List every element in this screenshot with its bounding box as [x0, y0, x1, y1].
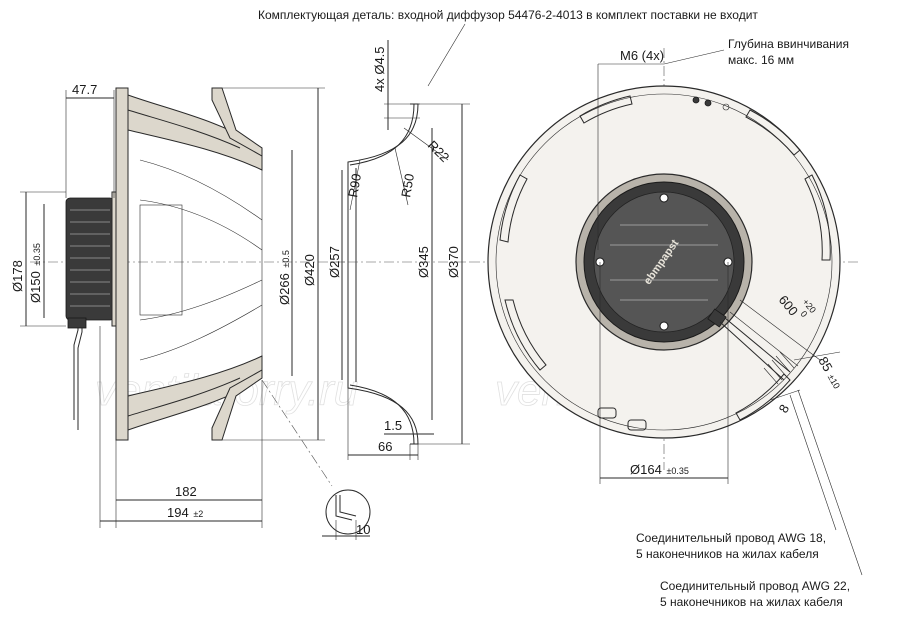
motor-cable: [73, 320, 79, 420]
inlet-diffuser-view: 4x Ø4.5 R22 R90 R50 Ø257 Ø345 Ø370 1.5 6…: [327, 40, 470, 460]
motor-body: [65, 197, 115, 321]
fan-front-view: ebmpapst M6 (4x) Глубина ввинчивания мак…: [470, 37, 863, 576]
radius-90: R90: [345, 172, 364, 198]
dim-600-tol-low: 0: [798, 309, 809, 319]
dim-370: Ø370: [446, 246, 461, 278]
cable-exit: [707, 308, 727, 328]
m6-hole-bottom: [659, 321, 669, 331]
svg-text:Ø266 ±0.5: Ø266 ±0.5: [277, 250, 292, 305]
screw-b: [704, 99, 712, 107]
dim-178: Ø178: [10, 260, 25, 292]
depth-note-1: Глубина ввинчивания: [728, 37, 849, 51]
dim-150-tol: ±0.35: [32, 243, 42, 265]
detail-view: 10: [261, 379, 371, 540]
dim-266-tol: ±0.5: [281, 250, 291, 267]
svg-text:Ø150 ±0.35: Ø150 ±0.35: [28, 243, 43, 303]
accessory-note: Комплектующая деталь: входной диффузор 5…: [258, 8, 758, 22]
svg-text:85 ±10: 85 ±10: [815, 354, 845, 391]
dim-150: Ø150: [28, 271, 43, 303]
motor-fins: [70, 209, 110, 307]
dim-345: Ø345: [416, 246, 431, 278]
dim-182: 182: [175, 484, 197, 499]
screw-a: [692, 96, 700, 104]
hub: [139, 204, 183, 316]
dim-194: 194: [167, 505, 189, 520]
dim-85-tol: ±10: [826, 373, 842, 391]
back-plate: [115, 87, 129, 441]
wire-ends: [763, 351, 795, 385]
diffuser-profile-top: [347, 103, 419, 168]
dim-266: Ø266: [277, 273, 292, 305]
dim-164: Ø164: [630, 462, 662, 477]
front-slot-b: [627, 419, 647, 431]
dim-85: 85: [815, 354, 835, 374]
cooling-slots: [499, 95, 831, 421]
note-leader: [427, 23, 466, 87]
dim-420: Ø420: [302, 254, 317, 286]
cable-gland: [67, 317, 87, 329]
bolt-holes: 4x Ø4.5: [372, 46, 387, 92]
dim-10: 10: [356, 522, 370, 537]
dim-164-tol: ±0.35: [666, 466, 688, 476]
wire-note-awg18-1: Соединительный провод AWG 18,: [636, 531, 826, 545]
detail-circle: [325, 489, 371, 535]
wire-note-awg22-2: 5 наконечников на жилах кабеля: [660, 595, 843, 609]
svg-text:194 ±2: 194 ±2: [167, 505, 203, 520]
dim-194-tol: ±2: [193, 509, 203, 519]
dim-257: Ø257: [327, 246, 342, 278]
fan-side-view: 47.7 Ø178 Ø150 ±0.35 Ø266 ±0.5 Ø420 182: [10, 82, 345, 528]
m6-hole-top: [659, 193, 669, 203]
m6-thread: M6 (4x): [620, 48, 664, 63]
front-slot-a: [597, 407, 617, 419]
radius-50: R50: [398, 172, 417, 198]
wire-note-awg18-2: 5 наконечников на жилах кабеля: [636, 547, 819, 561]
dim-47-7: 47.7: [72, 82, 97, 97]
radius-22: R22: [425, 138, 452, 165]
dim-66: 66: [378, 439, 392, 454]
impeller-upper: [127, 94, 263, 171]
dim-8: 8: [776, 402, 793, 416]
diffuser-profile-bottom: [347, 382, 419, 445]
svg-text:Ø164 ±0.35: Ø164 ±0.35: [630, 462, 689, 477]
dim-1-5: 1.5: [384, 418, 402, 433]
depth-note-2: макс. 16 мм: [728, 53, 794, 67]
wire-note-awg22-1: Соединительный провод AWG 22,: [660, 579, 850, 593]
